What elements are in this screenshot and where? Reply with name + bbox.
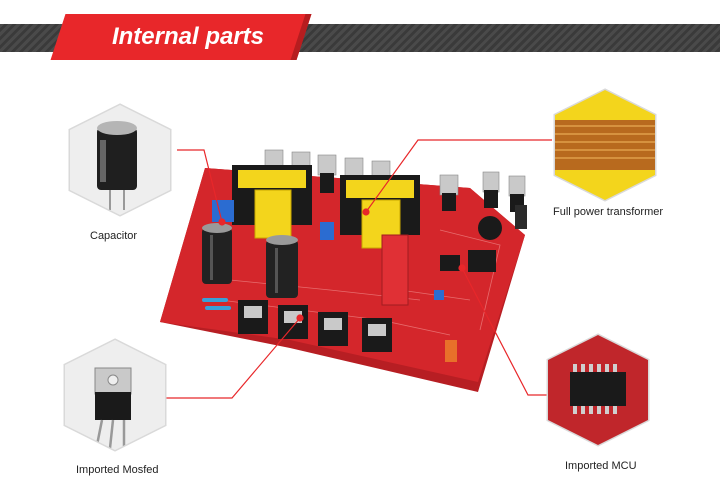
pcb-board <box>160 149 527 392</box>
mcu-thumbnail <box>546 333 650 447</box>
mosfet-thumbnail <box>63 338 167 452</box>
callout-transformer: Full power transformer <box>553 206 664 218</box>
transformer-thumbnail <box>553 88 657 202</box>
capacitor-thumbnail <box>68 103 172 217</box>
callout-capacitor: Capacitor <box>90 230 138 242</box>
callout-mosfet: Imported Mosfed <box>76 464 159 476</box>
page-title: Internal parts <box>111 23 265 50</box>
callout-mcu: Imported MCU <box>565 460 637 472</box>
